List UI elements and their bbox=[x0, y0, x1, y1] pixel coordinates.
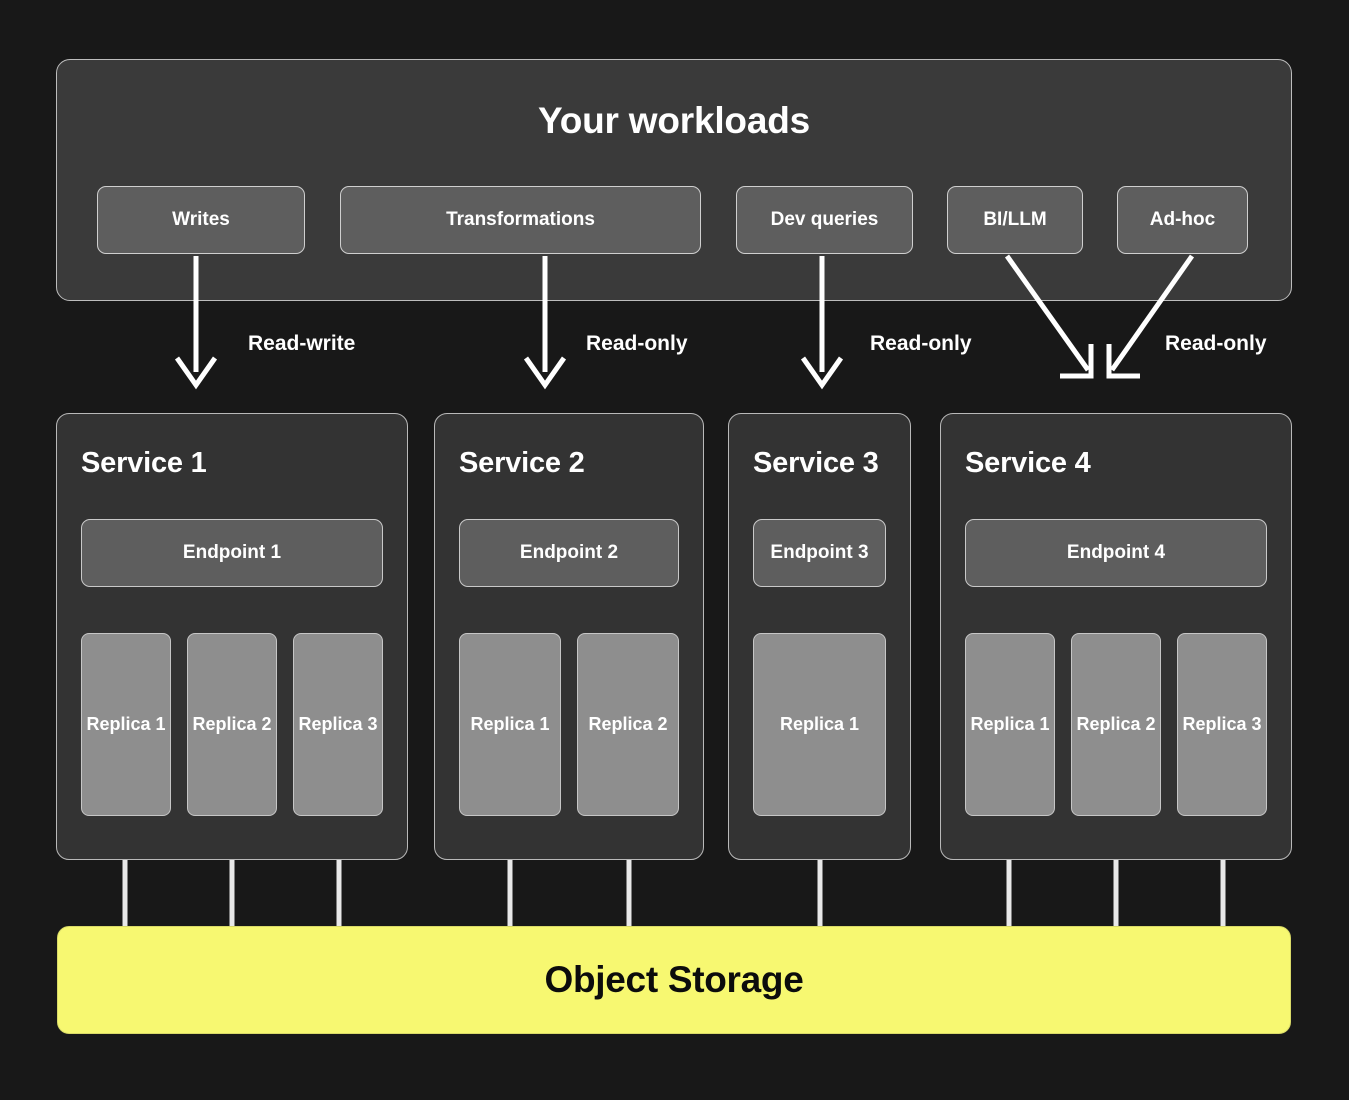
workload-chip[interactable]: Writes bbox=[97, 186, 305, 254]
replica-label: Replica 1 bbox=[779, 714, 860, 734]
replica-box[interactable]: Replica 2 bbox=[187, 633, 277, 816]
replica-box[interactable]: Replica 3 bbox=[293, 633, 383, 816]
replica-row: Replica 1 Replica 2 bbox=[459, 633, 679, 816]
replica-row: Replica 1 Replica 2 Replica 3 bbox=[81, 633, 383, 816]
replica-label: Replica 3 bbox=[298, 714, 378, 734]
replica-label: Replica 1 bbox=[470, 714, 550, 734]
replica-label: Replica 1 bbox=[86, 714, 166, 734]
endpoint-box[interactable]: Endpoint 2 bbox=[459, 519, 679, 587]
endpoint-box[interactable]: Endpoint 3 bbox=[753, 519, 886, 587]
workload-chip[interactable]: Ad-hoc bbox=[1117, 186, 1248, 254]
endpoint-box[interactable]: Endpoint 1 bbox=[81, 519, 383, 587]
workload-chip-label: BI/LLM bbox=[983, 209, 1047, 230]
workload-chip-label: Ad-hoc bbox=[1149, 209, 1216, 230]
service-card: Service 2 Endpoint 2 Replica 1 Replica 2 bbox=[434, 413, 704, 860]
workload-chip[interactable]: Transformations bbox=[340, 186, 701, 254]
workloads-panel: Your workloads bbox=[56, 59, 1292, 301]
replica-box[interactable]: Replica 1 bbox=[753, 633, 886, 816]
workload-chip[interactable]: Dev queries bbox=[736, 186, 913, 254]
flow-label: Read-only bbox=[870, 332, 972, 355]
flow-label: Read-only bbox=[586, 332, 688, 355]
endpoint-label: Endpoint 2 bbox=[519, 542, 619, 563]
service-title: Service 2 bbox=[459, 447, 585, 479]
replica-label: Replica 2 bbox=[192, 714, 272, 734]
workload-chip-label: Dev queries bbox=[770, 209, 879, 230]
replica-box[interactable]: Replica 1 bbox=[459, 633, 561, 816]
service-title: Service 1 bbox=[81, 447, 207, 479]
flow-label: Read-only bbox=[1165, 332, 1267, 355]
replica-label: Replica 2 bbox=[588, 714, 668, 734]
replica-label: Replica 2 bbox=[1076, 714, 1156, 734]
object-storage-bar: Object Storage bbox=[57, 926, 1291, 1034]
endpoint-label: Endpoint 4 bbox=[1066, 542, 1166, 563]
service-card: Service 3 Endpoint 3 Replica 1 bbox=[728, 413, 911, 860]
replica-box[interactable]: Replica 2 bbox=[1071, 633, 1161, 816]
workload-chip[interactable]: BI/LLM bbox=[947, 186, 1083, 254]
replica-row: Replica 1 Replica 2 Replica 3 bbox=[965, 633, 1267, 816]
replica-box[interactable]: Replica 1 bbox=[81, 633, 171, 816]
replica-label: Replica 3 bbox=[1182, 714, 1262, 734]
replica-row: Replica 1 bbox=[753, 633, 886, 816]
service-title: Service 3 bbox=[753, 447, 879, 479]
replica-box[interactable]: Replica 3 bbox=[1177, 633, 1267, 816]
replica-box[interactable]: Replica 2 bbox=[577, 633, 679, 816]
replica-label: Replica 1 bbox=[970, 714, 1050, 734]
service-title: Service 4 bbox=[965, 447, 1091, 479]
endpoint-label: Endpoint 3 bbox=[770, 542, 869, 563]
flow-label: Read-write bbox=[248, 332, 356, 355]
workload-chip-label: Transformations bbox=[446, 209, 595, 230]
endpoint-box[interactable]: Endpoint 4 bbox=[965, 519, 1267, 587]
workload-chip-label: Writes bbox=[172, 209, 230, 230]
workloads-title: Your workloads bbox=[537, 100, 810, 141]
endpoint-label: Endpoint 1 bbox=[182, 542, 282, 563]
replica-box[interactable]: Replica 1 bbox=[965, 633, 1055, 816]
object-storage-label: Object Storage bbox=[544, 959, 804, 1000]
